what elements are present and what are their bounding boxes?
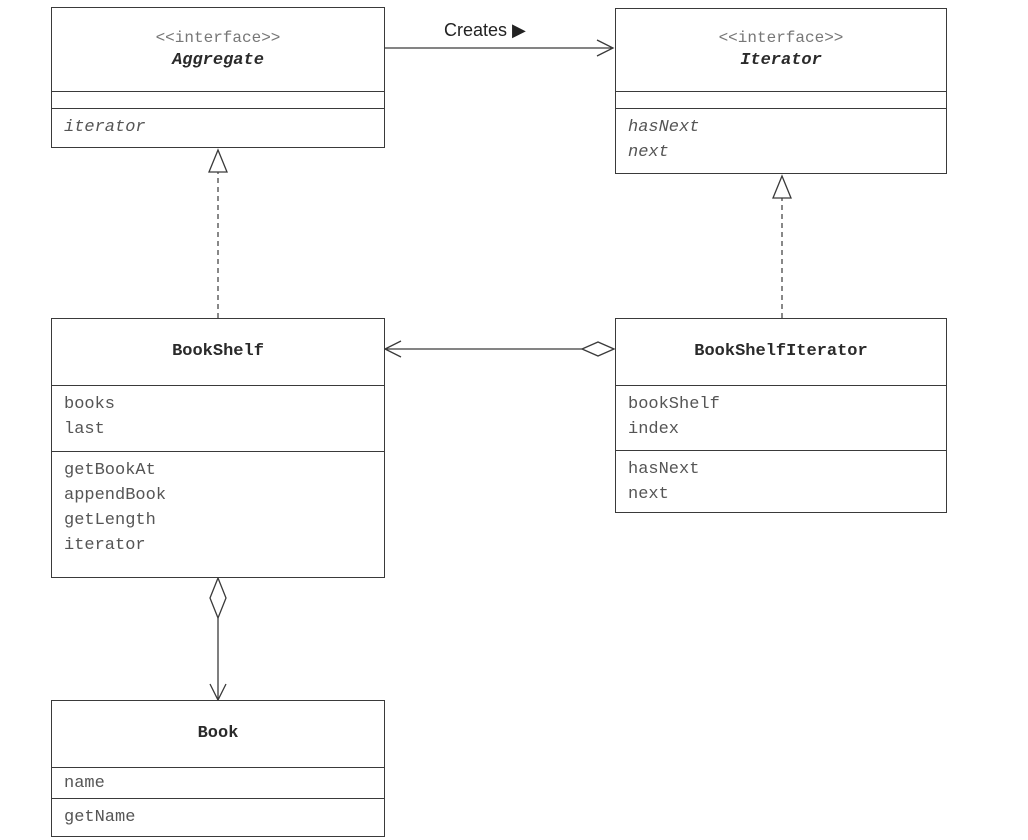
iterator-stereotype: <<interface>> (718, 29, 844, 47)
book-method-getname: getName (64, 808, 136, 827)
bookshelf-fields: books last (52, 386, 384, 452)
bookshelf-method-appendbook: appendBook (64, 486, 167, 505)
bookshelfiterator-methods: hasNext next (616, 451, 946, 507)
bookshelf-aggregation-diamond (209, 576, 227, 620)
bookshelf-methods: getBookAt appendBook getLength iterator (52, 452, 384, 558)
iterator-fields (616, 92, 946, 109)
creates-arrow-head (596, 39, 615, 57)
aggregate-class-box: <<interface>> Aggregate iterator (51, 7, 385, 148)
bookshelfiterator-fields: bookShelf index (616, 386, 946, 451)
iterator-class-header: <<interface>> Iterator (616, 9, 946, 92)
book-class-box: Book name getName (51, 700, 385, 837)
bookshelf-class-name: BookShelf (172, 342, 264, 361)
iterator-class-box: <<interface>> Iterator hasNext next (615, 8, 947, 174)
aggregate-class-name: Aggregate (172, 50, 264, 70)
bookshelfiterator-class-box: BookShelfIterator bookShelf index hasNex… (615, 318, 947, 513)
aggregate-realization-triangle (208, 148, 228, 173)
aggregate-method-iterator: iterator (64, 118, 146, 137)
iterator-methods: hasNext next (616, 109, 946, 165)
creates-label: Creates ▶ (444, 20, 526, 40)
bookshelf-field-books: books (64, 395, 116, 414)
bookshelf-class-box: BookShelf books last getBookAt appendBoo… (51, 318, 385, 578)
bookshelf-method-getbookat: getBookAt (64, 461, 156, 480)
aggregate-class-header: <<interface>> Aggregate (52, 8, 384, 92)
iterator-method-next: next (628, 143, 669, 162)
iterator-class-name: Iterator (740, 51, 822, 70)
bookshelf-method-getlength: getLength (64, 511, 156, 530)
iterator-method-hasnext: hasNext (628, 118, 700, 137)
bookshelfiterator-class-header: BookShelfIterator (616, 319, 946, 386)
aggregate-stereotype: <<interface>> (155, 28, 281, 47)
bookshelfiterator-field-index: index (628, 420, 680, 439)
book-fields: name (52, 768, 384, 799)
aggregate-methods: iterator (52, 109, 384, 140)
book-methods: getName (52, 799, 384, 830)
iterator-realization-triangle (772, 174, 792, 199)
bookshelfiterator-field-bookshelf: bookShelf (628, 395, 720, 414)
book-class-header: Book (52, 701, 384, 768)
bookshelfiterator-method-next: next (628, 485, 669, 504)
bookshelfiterator-method-hasnext: hasNext (628, 460, 700, 479)
bookshelf-navigation-arrow-head (383, 340, 402, 358)
bookshelf-field-last: last (64, 420, 105, 439)
book-class-name: Book (197, 724, 239, 743)
aggregate-fields (52, 92, 384, 109)
bookshelfiterator-class-name: BookShelfIterator (694, 342, 868, 361)
bookshelfiterator-aggregation-diamond (580, 341, 616, 357)
book-field-name: name (64, 774, 105, 793)
bookshelf-class-header: BookShelf (52, 319, 384, 386)
bookshelf-method-iterator: iterator (64, 536, 146, 555)
